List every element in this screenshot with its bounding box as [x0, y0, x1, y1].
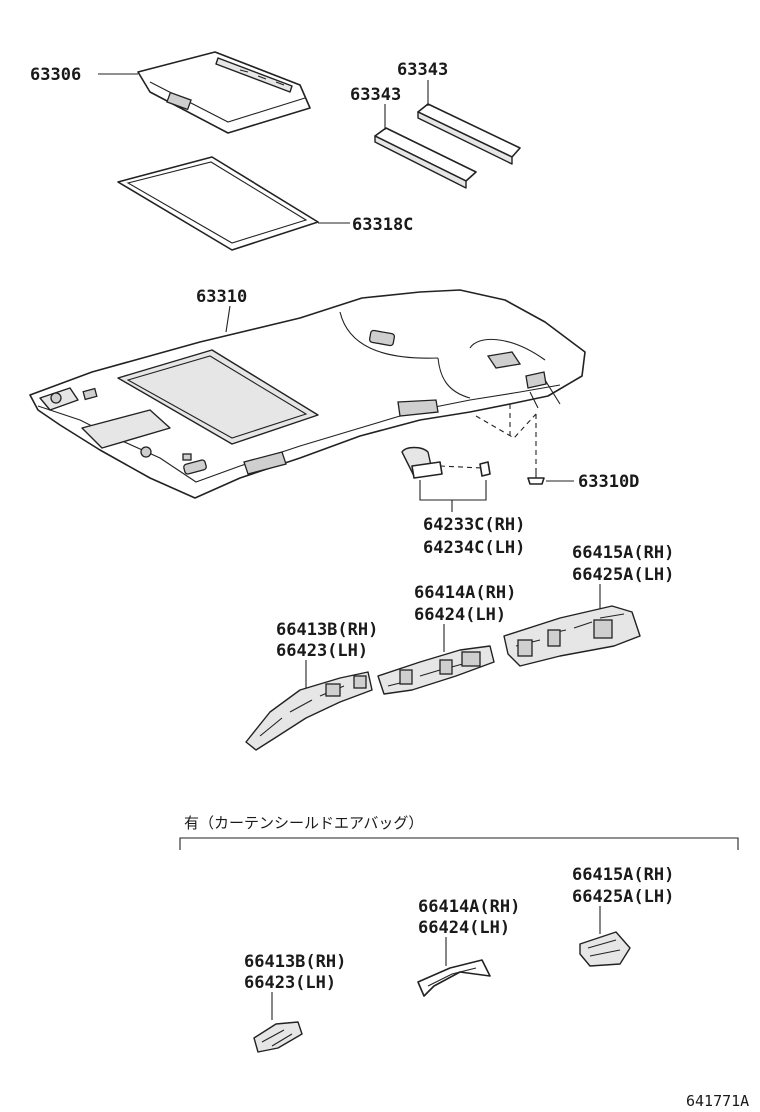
label-63343-upper: 63343 — [397, 60, 448, 80]
label-66413b-upper: 66413B(RH) — [276, 620, 378, 640]
label-63310: 63310 — [196, 287, 247, 307]
part-66413b-lower-garnish — [253, 1021, 303, 1053]
label-66425a-upper: 66425A(LH) — [572, 565, 674, 585]
leader-64233c — [419, 480, 487, 501]
leader-63310 — [225, 305, 231, 333]
label-66414a-upper: 66414A(RH) — [414, 583, 516, 603]
assist-grip-opening-2 — [243, 451, 287, 475]
label-66423-upper: 66423(LH) — [276, 641, 368, 661]
label-64234c: 64234C(LH) — [423, 538, 525, 558]
part-66415a-rear-garnish — [503, 605, 641, 667]
label-63310d: 63310D — [578, 472, 639, 492]
label-63343-lower: 63343 — [350, 85, 401, 105]
clip-path-63310d — [475, 413, 537, 470]
label-66424-lower: 66424(LH) — [418, 918, 510, 938]
rear-lamp-opening — [486, 351, 522, 369]
label-63318c: 63318C — [352, 215, 413, 235]
part-63318c-seal — [117, 156, 319, 251]
part-66414a-center-garnish — [377, 645, 495, 695]
part-63306-sunshade — [137, 51, 311, 134]
label-66414a-lower: 66414A(RH) — [418, 897, 520, 917]
sunroof-opening — [117, 349, 319, 445]
map-lamp-opening — [368, 329, 396, 347]
label-66424-upper: 66424(LH) — [414, 605, 506, 625]
note-curtain-airbag: 有（カーテンシールドエアバッグ） — [184, 814, 423, 832]
label-66413b-lower: 66413B(RH) — [244, 952, 346, 972]
part-63310-headliner — [29, 289, 586, 499]
figure-code: 641771A — [686, 1092, 749, 1110]
part-63310d-clip — [527, 468, 545, 485]
label-66415a-lower: 66415A(RH) — [572, 865, 674, 885]
part-66414a-lower-garnish — [417, 959, 491, 997]
part-64233c-holder — [401, 446, 491, 479]
part-63343-pad-lower — [374, 127, 477, 189]
label-64233c: 64233C(RH) — [423, 515, 525, 535]
part-63343-pad-upper — [417, 103, 521, 165]
label-66415a-upper: 66415A(RH) — [572, 543, 674, 563]
part-66415a-lower-garnish — [579, 931, 631, 967]
part-66413b-front-garnish — [245, 671, 373, 751]
label-66423-lower: 66423(LH) — [244, 973, 336, 993]
assist-grip-opening-1 — [397, 399, 439, 417]
bracket-curtain-airbag — [179, 837, 739, 850]
label-63306: 63306 — [30, 65, 81, 85]
label-66425a-lower: 66425A(LH) — [572, 887, 674, 907]
